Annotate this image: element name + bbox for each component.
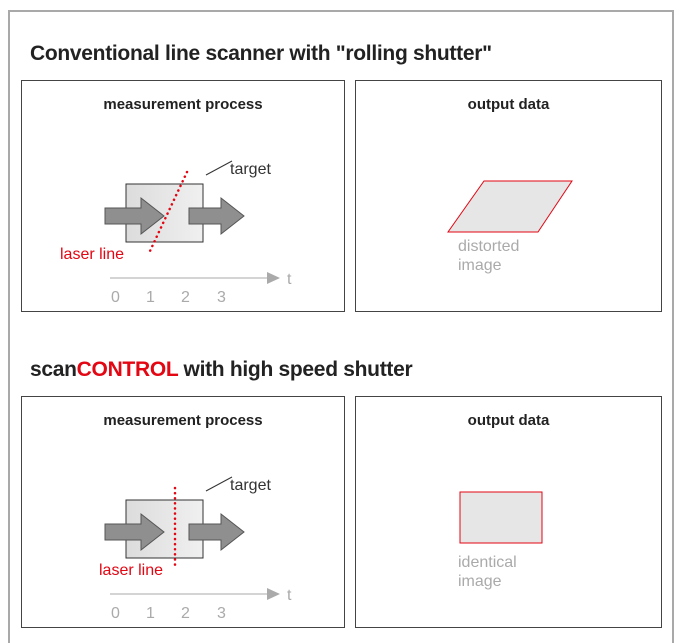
time-axis-arrowhead-icon [267,588,280,600]
output-data-panel-rolling: output data distorted image [355,80,662,312]
rolling-shutter-diagram [104,160,280,284]
output-caption-line1: distorted [458,238,520,255]
tick-label-2: 2 [181,605,190,622]
section-title-scancontrol: scanCONTROL with high speed shutter [30,358,413,382]
time-axis-label: t [287,587,292,604]
tick-label-0: 0 [111,289,120,306]
tick-label-1: 1 [146,289,155,306]
target-leader-line [205,476,233,492]
section-title-brand: CONTROL [76,358,179,381]
section-title-text: Conventional line scanner with "rolling … [30,42,492,65]
time-axis-arrowhead-icon [267,272,280,284]
input-arrow-icon [104,512,165,552]
identical-image-diagram [459,491,543,544]
panel-title: output data [467,96,550,113]
distorted-image-shape [447,180,573,233]
identical-image-shape [459,491,543,544]
target-label: target [230,161,271,178]
target-leader-line [205,160,233,176]
section-title-prefix: scan [30,358,77,381]
distorted-image-diagram [447,180,573,233]
measurement-process-panel-high-speed: measurement process target laser line t … [21,396,345,628]
tick-label-3: 3 [217,605,226,622]
laser-line-slanted [148,170,189,253]
panel-title: measurement process [103,412,263,429]
tick-label-3: 3 [217,289,226,306]
section-title-rolling-shutter: Conventional line scanner with "rolling … [30,42,492,66]
tick-label-2: 2 [181,289,190,306]
panel-title: measurement process [103,96,263,113]
output-arrow-icon [188,196,245,236]
panel-title: output data [467,412,550,429]
laser-line-label: laser line [99,562,164,579]
output-arrow-icon [188,512,245,552]
output-caption-line2: image [458,573,502,590]
output-caption-line2: image [458,257,502,274]
measurement-process-panel-rolling: measurement process target laser line t … [21,80,345,312]
tick-label-0: 0 [111,605,120,622]
section-title-suffix: with high speed shutter [178,358,413,381]
high-speed-shutter-diagram [104,476,280,600]
output-data-panel-high-speed: output data identical image [355,396,662,628]
target-label: target [230,477,271,494]
figure-frame: Conventional line scanner with "rolling … [8,10,674,643]
laser-line-label: laser line [60,246,125,263]
time-axis-label: t [287,271,292,288]
input-arrow-icon [104,196,165,236]
tick-label-1: 1 [146,605,155,622]
output-caption-line1: identical [458,554,517,571]
